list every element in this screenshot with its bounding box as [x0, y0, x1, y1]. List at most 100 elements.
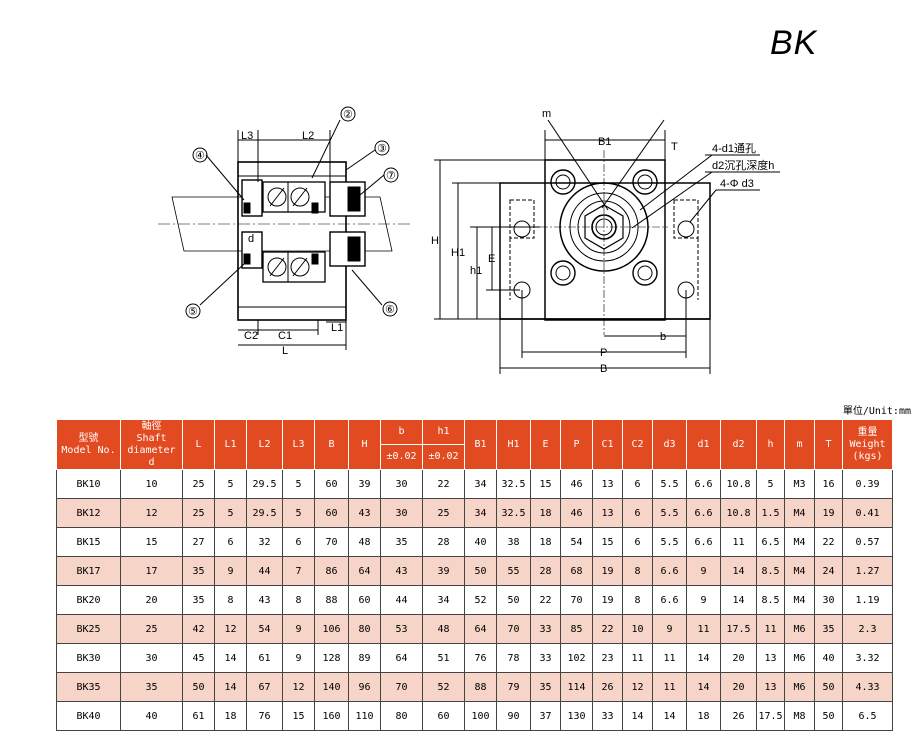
callout-4: ④ — [195, 150, 205, 162]
table-cell: 15 — [120, 527, 183, 557]
table-cell: BK20 — [56, 585, 121, 615]
table-cell: 33 — [530, 643, 561, 673]
table-cell: 20 — [720, 643, 757, 673]
table-cell: M6 — [784, 614, 815, 644]
table-cell: 6.6 — [652, 556, 687, 586]
table-cell: M6 — [784, 643, 815, 673]
table-cell: 12 — [282, 672, 315, 702]
table-cell: 14 — [720, 585, 757, 615]
table-cell: 19 — [592, 556, 623, 586]
table-cell: 86 — [314, 556, 349, 586]
table-cell: 6.6 — [686, 498, 721, 528]
table-cell: 53 — [380, 614, 423, 644]
header-E: E — [530, 419, 561, 470]
table-cell: 26 — [592, 672, 623, 702]
table-cell: 19 — [814, 498, 843, 528]
header-m: m — [784, 419, 815, 470]
table-cell: 90 — [496, 701, 531, 731]
table-cell: 50 — [496, 585, 531, 615]
table-cell: 38 — [496, 527, 531, 557]
table-cell: 10 — [622, 614, 653, 644]
header-H: H — [348, 419, 381, 470]
table-cell: 64 — [348, 556, 381, 586]
page-title: BK — [770, 24, 818, 62]
table-cell: BK12 — [56, 498, 121, 528]
table-cell: 50 — [464, 556, 497, 586]
table-cell: 44 — [246, 556, 283, 586]
header-d3: d3 — [652, 419, 687, 470]
table-cell: BK35 — [56, 672, 121, 702]
table-cell: 17.5 — [756, 701, 785, 731]
table-cell: 0.41 — [842, 498, 893, 528]
table-cell: 70 — [380, 672, 423, 702]
callout-5: ⑤ — [188, 306, 198, 318]
table-cell: 15 — [530, 469, 561, 499]
table-cell: 11 — [652, 643, 687, 673]
table-cell: 6 — [214, 527, 247, 557]
table-cell: 60 — [314, 498, 349, 528]
table-cell: 114 — [560, 672, 593, 702]
header-d1: d1 — [686, 419, 721, 470]
table-cell: 45 — [182, 643, 215, 673]
table-cell: 10 — [120, 469, 183, 499]
header-L3: L3 — [282, 419, 315, 470]
table-cell: 26 — [720, 701, 757, 731]
table-cell: 15 — [592, 527, 623, 557]
table-cell: 35 — [120, 672, 183, 702]
dim-C1: C1 — [278, 330, 292, 342]
header-h: h — [756, 419, 785, 470]
table-cell: M4 — [784, 498, 815, 528]
table-cell: 14 — [720, 556, 757, 586]
table-cell: 5 — [214, 469, 247, 499]
section-view-drawing — [158, 106, 410, 350]
header-weight: 重量 Weight (kgs) — [842, 419, 893, 470]
table-cell: 128 — [314, 643, 349, 673]
table-cell: 4.33 — [842, 672, 893, 702]
header-L1: L1 — [214, 419, 247, 470]
table-cell: 51 — [422, 643, 465, 673]
table-cell: 33 — [530, 614, 561, 644]
table-cell: 6 — [622, 527, 653, 557]
header-b: b — [380, 419, 423, 445]
table-cell: 13 — [756, 672, 785, 702]
table-cell: 20 — [120, 585, 183, 615]
table-cell: 12 — [214, 614, 247, 644]
table-cell: BK17 — [56, 556, 121, 586]
table-cell: 14 — [622, 701, 653, 731]
table-cell: 70 — [560, 585, 593, 615]
table-cell: 55 — [496, 556, 531, 586]
table-cell: 14 — [214, 672, 247, 702]
table-cell: M4 — [784, 527, 815, 557]
table-cell: 5 — [214, 498, 247, 528]
table-cell: 3.32 — [842, 643, 893, 673]
callout-7: ⑦ — [386, 170, 396, 182]
table-cell: 70 — [314, 527, 349, 557]
table-cell: 5.5 — [652, 469, 687, 499]
table-cell: 48 — [348, 527, 381, 557]
table-cell: 12 — [120, 498, 183, 528]
table-cell: 11 — [756, 614, 785, 644]
table-cell: 9 — [652, 614, 687, 644]
table-cell: 18 — [686, 701, 721, 731]
table-cell: 32.5 — [496, 469, 531, 499]
table-cell: 27 — [182, 527, 215, 557]
table-cell: BK15 — [56, 527, 121, 557]
table-cell: 30 — [380, 498, 423, 528]
table-cell: 43 — [380, 556, 423, 586]
table-cell: 32 — [246, 527, 283, 557]
table-cell: 52 — [464, 585, 497, 615]
table-cell: 5.5 — [652, 527, 687, 557]
dim-L2: L2 — [302, 130, 314, 142]
table-cell: 89 — [348, 643, 381, 673]
table-cell: 6.6 — [652, 585, 687, 615]
table-cell: 29.5 — [246, 469, 283, 499]
header-T: T — [814, 419, 843, 470]
table-cell: 88 — [464, 672, 497, 702]
table-cell: 25 — [182, 498, 215, 528]
table-cell: 0.39 — [842, 469, 893, 499]
table-cell: 79 — [496, 672, 531, 702]
